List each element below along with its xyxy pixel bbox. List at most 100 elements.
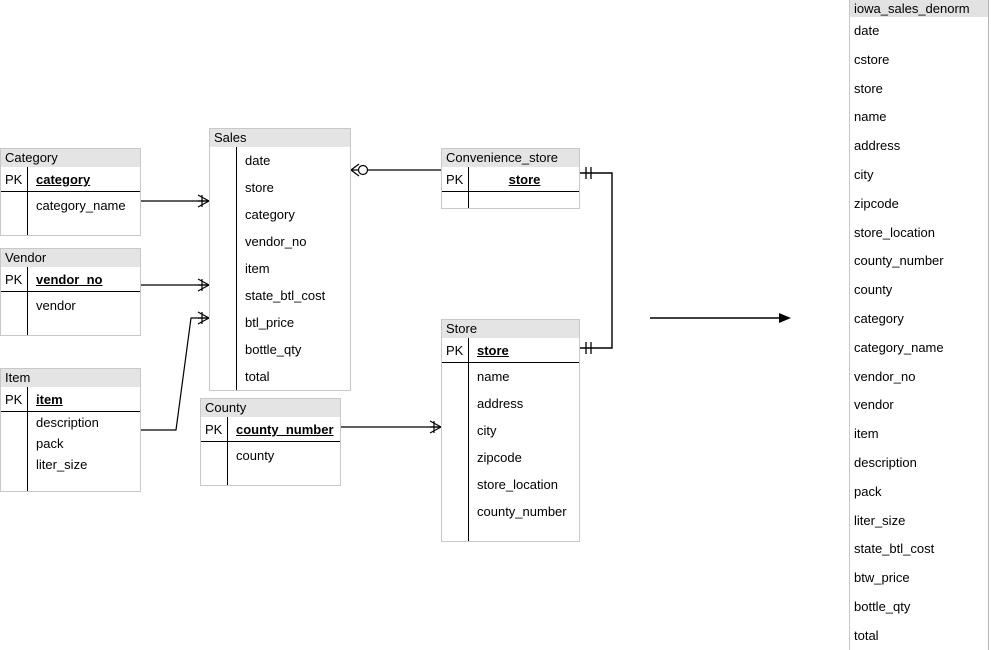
denorm-field-item[interactable]: category_name [854, 339, 944, 355]
relationship-convenience-store-store [580, 167, 613, 354]
denorm-table-title: iowa_sales_denorm [850, 0, 988, 17]
entity-pk-row: PK category [1, 167, 140, 192]
entity-pk-row: PK item [1, 387, 140, 412]
attribute-label: vendor_no [245, 234, 307, 249]
attribute-label: store_location [477, 477, 558, 492]
attribute-label: pack [36, 436, 64, 451]
attribute-label: address [477, 396, 524, 411]
entity-attribute-row: item [210, 255, 350, 282]
entity-attribute-row: vendor [1, 292, 140, 319]
denorm-field-item[interactable]: item [854, 426, 879, 442]
denorm-field-item[interactable]: date [854, 23, 880, 38]
denorm-field-item[interactable]: zipcode [854, 195, 899, 211]
entity-empty-row [442, 525, 579, 541]
denorm-field-item[interactable]: store_location [854, 224, 935, 240]
attribute-label: date [245, 153, 271, 168]
denorm-field-item[interactable]: category [854, 310, 904, 326]
entity-attribute-row: category [210, 201, 350, 228]
entity-attribute-row: liter_size [1, 454, 140, 475]
attribute-label: store [508, 172, 541, 187]
denorm-field-item[interactable]: cstore [854, 51, 890, 67]
entity-body-store: PK store name address city zipcode store_locat… [442, 338, 579, 541]
attribute-label: county_number [477, 504, 567, 519]
attribute-label: vendor_no [36, 272, 103, 287]
entity-attribute-row: bottle_qty [210, 336, 350, 363]
entity-title-county: County [201, 399, 340, 417]
entity-attribute-row: county_number [442, 498, 579, 525]
denorm-field-item[interactable]: county [854, 282, 893, 298]
attribute-label: county [236, 448, 275, 463]
attribute-label: btl_price [245, 315, 295, 330]
attribute-label: item [245, 261, 270, 276]
entity-attribute-row: store [210, 174, 350, 201]
attribute-label: bottle_qty [245, 342, 302, 357]
denorm-field-item[interactable]: store [854, 80, 883, 96]
entity-attribute-row: name [442, 363, 579, 390]
denorm-field-item[interactable]: pack [854, 483, 882, 499]
denorm-field-item[interactable]: name [854, 109, 887, 125]
denorm-field-item[interactable]: state_btl_cost [854, 541, 935, 557]
denorm-field-item[interactable]: total [854, 627, 879, 643]
denorm-table-panel[interactable]: iowa_sales_denorm date cstore store name add… [849, 0, 989, 650]
denorm-field-item[interactable]: county_number [854, 253, 944, 269]
denorm-field-item[interactable]: address [854, 138, 901, 154]
relationship-sales-convenience-store [350, 163, 441, 177]
entity-attribute-row: total [210, 363, 350, 390]
attribute-label: store [245, 180, 274, 195]
attribute-label: total [245, 369, 270, 384]
attribute-label: city [477, 423, 497, 438]
entity-attribute-row: btl_price [210, 309, 350, 336]
key-label: PK [5, 272, 23, 287]
key-label: PK [5, 392, 23, 407]
key-column-divider [27, 387, 28, 491]
attribute-label: store [477, 343, 509, 358]
key-label: PK [446, 343, 464, 358]
entity-attribute-row: county [201, 442, 340, 469]
entity-title-item: Item [1, 369, 140, 387]
entity-pk-row: PK store [442, 338, 579, 363]
entity-attribute-row: state_btl_cost [210, 282, 350, 309]
entity-empty-row [1, 475, 140, 491]
denorm-field-item[interactable]: btw_price [854, 570, 910, 586]
attribute-label: zipcode [477, 450, 522, 465]
attribute-label: category [245, 207, 295, 222]
denorm-field-item[interactable]: city [854, 166, 874, 182]
key-column-divider [236, 147, 237, 390]
attribute-label: liter_size [36, 457, 88, 472]
denorm-field-item[interactable]: vendor_no [854, 368, 916, 384]
entity-title-category: Category [1, 149, 140, 167]
denorm-field-item[interactable]: liter_size [854, 512, 906, 528]
attribute-label: description [36, 415, 99, 430]
entity-body-item: PK item description pack liter_size [1, 387, 140, 491]
entity-attribute-row: vendor_no [210, 228, 350, 255]
relationship-category-sales [141, 194, 210, 208]
entity-title-convenience_store: Convenience_store [442, 149, 579, 167]
relationship-county-store [341, 420, 442, 434]
entity-pk-row: PK vendor_no [1, 267, 140, 292]
denorm-field-item[interactable]: bottle_qty [854, 598, 911, 614]
attribute-label: category [36, 172, 91, 187]
key-label: PK [5, 172, 23, 187]
denorm-field-item[interactable]: vendor [854, 397, 894, 413]
attribute-label: vendor [36, 298, 76, 313]
denorm-field-item[interactable]: description [854, 454, 917, 470]
entity-empty-row [1, 319, 140, 335]
key-column-divider [468, 167, 469, 208]
key-label: PK [205, 422, 223, 437]
attribute-label: item [36, 392, 63, 407]
entity-attribute-row: store_location [442, 471, 579, 498]
